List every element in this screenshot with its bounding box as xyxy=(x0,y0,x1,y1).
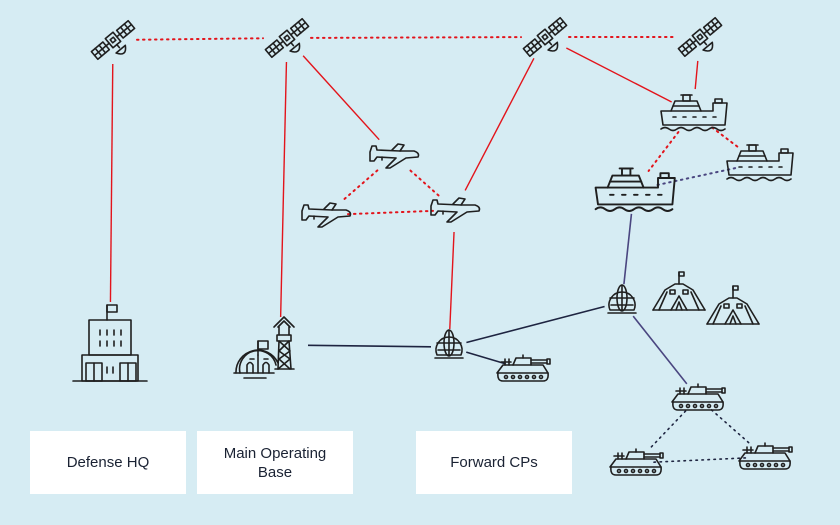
globe-icon xyxy=(434,329,464,359)
drone-icon xyxy=(301,202,352,228)
link-drone3-globe1 xyxy=(449,231,455,330)
link-sat3-ship1 xyxy=(566,47,672,103)
link-sat1-sat2 xyxy=(135,37,265,41)
link-globe1-globe2 xyxy=(466,305,605,344)
link-ship2-ship3 xyxy=(656,167,737,186)
drone-icon xyxy=(369,143,420,169)
link-ship1-ship2 xyxy=(647,131,680,172)
tent-icon xyxy=(706,285,760,325)
ship-icon xyxy=(594,167,676,212)
tent-icon xyxy=(652,271,706,311)
label-defense-hq: Defense HQ xyxy=(30,431,186,494)
link-globe2-tank2 xyxy=(632,315,688,385)
link-sat2-sat3 xyxy=(309,36,523,39)
link-base-globe1 xyxy=(307,344,432,348)
link-tank3-tank4 xyxy=(653,457,748,463)
satellite-icon xyxy=(263,17,318,68)
link-tank2-tank4 xyxy=(710,409,753,446)
link-ship1-ship3 xyxy=(711,126,741,150)
link-tank2-tank3 xyxy=(647,410,687,451)
link-ship2-globe2 xyxy=(623,213,633,285)
tank-icon xyxy=(496,354,551,382)
label-forward-cps: Forward CPs xyxy=(416,431,572,494)
label-main-operating-base-text: Main Operating Base xyxy=(223,444,327,481)
tank-icon xyxy=(738,442,793,470)
satellite-icon xyxy=(521,16,576,67)
headquarters-building-icon xyxy=(72,304,148,382)
ship-icon xyxy=(660,94,728,132)
label-main-operating-base: Main Operating Base xyxy=(197,431,353,494)
link-drone1-drone3 xyxy=(409,169,440,197)
satellite-icon xyxy=(676,16,731,67)
link-sat2-base xyxy=(279,61,288,318)
link-sat4-ship1 xyxy=(694,60,699,90)
link-sat1-hq xyxy=(109,63,114,303)
link-sat3-drone3 xyxy=(464,57,535,191)
satellite-icon xyxy=(89,19,144,70)
military-base-icon xyxy=(233,316,295,379)
nodes-layer xyxy=(72,16,794,476)
label-forward-cps-text: Forward CPs xyxy=(450,454,538,471)
tank-icon xyxy=(671,383,726,411)
globe-icon xyxy=(607,284,637,314)
links-layer xyxy=(109,36,753,463)
link-sat2-drone1 xyxy=(302,55,380,141)
drone-icon xyxy=(430,197,481,223)
link-drone1-drone2 xyxy=(341,169,379,202)
ship-icon xyxy=(726,144,794,182)
link-drone2-drone3 xyxy=(346,209,435,216)
label-defense-hq-text: Defense HQ xyxy=(66,454,150,471)
link-globe1-tank1 xyxy=(466,351,506,365)
